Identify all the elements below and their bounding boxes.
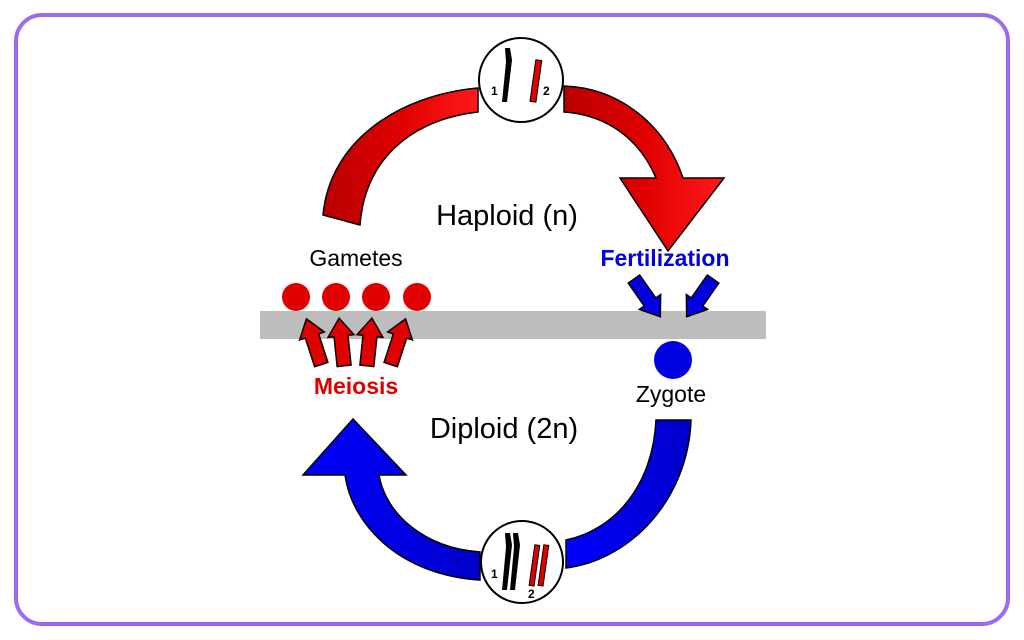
- fertilization-arrow-left: [627, 274, 662, 318]
- fertilization-arrow-right: [685, 274, 720, 318]
- haploid-cell: 1 2: [478, 37, 564, 123]
- diploid-cell: 1 2: [480, 520, 564, 604]
- zygote-label: Zygote: [636, 381, 706, 407]
- diploid-chromosome-1b: [510, 533, 520, 590]
- haploid-chromosome-2: [529, 59, 543, 103]
- haploid-arc-left: [322, 87, 479, 226]
- haploid-chromosome-1: [502, 48, 512, 102]
- gamete-dot: [362, 283, 390, 311]
- diploid-arc-left-arrow: [301, 417, 481, 581]
- gamete-cells: [282, 283, 431, 311]
- gametes-label: Gametes: [309, 245, 402, 271]
- meiosis-arrow: [298, 317, 329, 368]
- fertilization-label: Fertilization: [600, 245, 729, 271]
- diploid-chromosome-2a: [528, 544, 541, 587]
- haploid-cell-membrane: [478, 37, 564, 123]
- meiosis-arrow: [355, 316, 385, 368]
- zygote-cell: [654, 341, 692, 379]
- meiosis-arrows: [298, 316, 414, 368]
- diploid-chromosome-2-label: 2: [528, 587, 535, 601]
- diploid-arc-right: [565, 419, 692, 569]
- gamete-dot: [403, 283, 431, 311]
- gamete-dot: [282, 283, 310, 311]
- meiosis-label: Meiosis: [314, 373, 398, 399]
- haploid-arc-right-arrow: [563, 85, 726, 253]
- haploid-chromosome-1-label: 1: [491, 84, 498, 98]
- meiosis-arrow: [326, 316, 356, 368]
- gamete-dot: [322, 283, 350, 311]
- diploid-chromosome-1a: [502, 533, 512, 590]
- fertilization-arrows: [627, 274, 720, 318]
- meiosis-arrow: [383, 317, 414, 368]
- haploid-label: Haploid (n): [436, 200, 578, 232]
- diploid-cell-membrane: [480, 520, 564, 604]
- diploid-chromosome-2b: [537, 544, 550, 587]
- haploid-chromosome-2-label: 2: [543, 84, 550, 98]
- diploid-chromosome-1-label: 1: [491, 567, 498, 581]
- diploid-label: Diploid (2n): [430, 413, 578, 445]
